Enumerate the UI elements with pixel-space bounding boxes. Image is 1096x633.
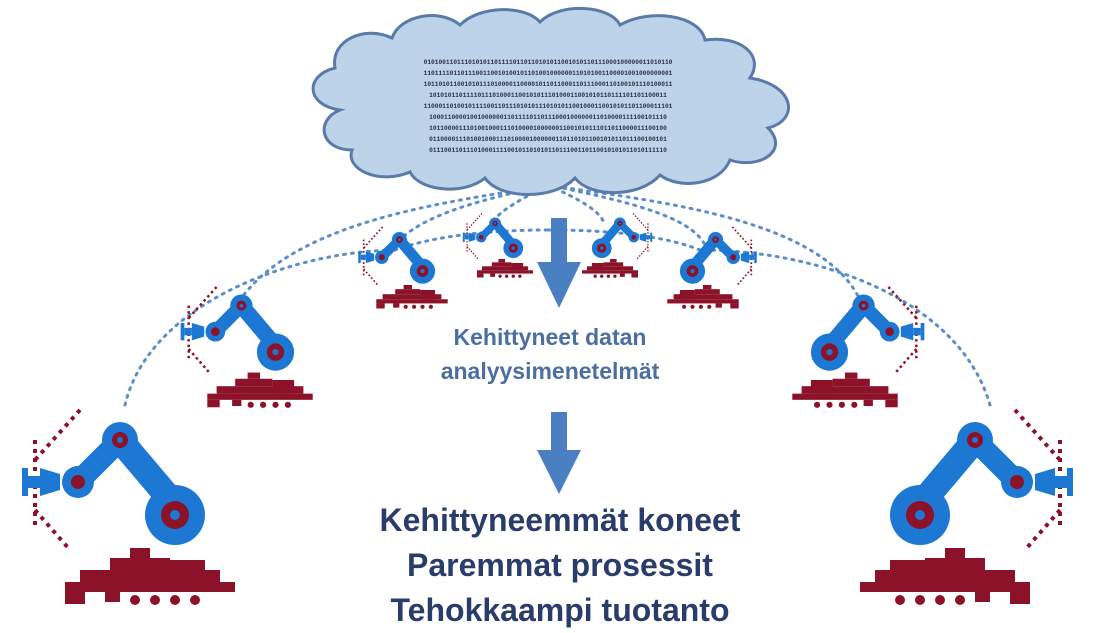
analysis-label: Kehittyneet datan analyysimenetelmät [350,320,750,388]
binary-line: 1100011010010111100110111010101110101011… [424,103,673,110]
arrow-down-bottom [537,412,581,494]
binary-data-text: 0101001101110101011011110110110101011001… [424,59,673,154]
binary-line: 1011000011101001000111010000100000011001… [429,125,667,132]
outcome-line3: Tehokkaampi tuotanto [390,592,730,628]
outcome-line1: Kehittyneemmät koneet [379,502,741,538]
data-cloud: 0101001101110101011011110110110101011001… [311,6,790,196]
arrow-down-top [537,218,581,308]
robot-arm-small-4 [667,227,756,309]
binary-line: 0111001101110100011110010110101011011100… [429,147,667,154]
robot-arm-large-right [860,410,1073,605]
binary-line: 1010101101111011101000110010101110100011… [429,92,667,99]
robot-arm-large-left [22,410,235,605]
analysis-label-line2: analyysimenetelmät [440,358,660,384]
robot-arm-small-2 [463,214,533,278]
binary-line: 1101111011011100110010100101101001000000… [424,70,673,77]
binary-line: 0101001101110101011011110110110101011001… [424,59,673,66]
outcome-line2: Paremmat prosessit [407,547,713,583]
outcomes-list: Kehittyneemmät koneet Paremmat prosessit… [300,498,820,633]
binary-line: 0110000111010010001110100001000000110110… [429,136,667,143]
robot-arm-mid-right [792,287,924,408]
binary-line: 1000110000100100000011011110110111000100… [429,114,667,121]
analysis-label-line1: Kehittyneet datan [453,324,647,350]
robot-arm-mid-left [181,287,313,408]
binary-line: 1011010110010101110100001100001011011000… [424,81,673,88]
robot-arm-small-3 [582,214,652,278]
